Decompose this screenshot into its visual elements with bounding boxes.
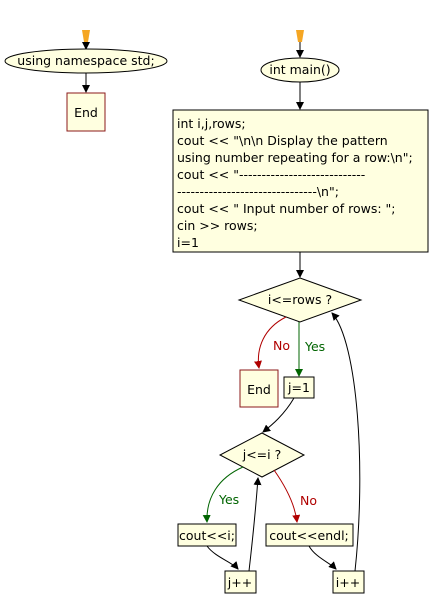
i-increment-text: i++ xyxy=(336,575,360,590)
edge-newline-to-i-increment xyxy=(308,545,337,570)
init-line-1: cout << "\n\n Display the pattern xyxy=(177,133,388,148)
edge-i-increment-loop xyxy=(331,312,361,572)
init-line-0: int i,j,rows; xyxy=(177,116,246,131)
main-start-marker-icon xyxy=(296,30,304,42)
inner-yes-label: Yes xyxy=(218,492,239,507)
j-init-text: j=1 xyxy=(287,380,310,395)
left-start-marker-icon xyxy=(82,30,90,42)
j-increment-text: j++ xyxy=(227,575,252,590)
main-end-node: End xyxy=(239,369,279,408)
j-init-process: j=1 xyxy=(283,376,315,399)
outer-yes-label: Yes xyxy=(304,339,325,354)
newline-process: cout<<endl; xyxy=(265,523,354,547)
inner-condition-text: j<=i ? xyxy=(242,447,282,462)
main-start-text: int main() xyxy=(269,62,330,77)
inner-body-process: cout<<i; xyxy=(177,523,237,547)
edge-j-init-to-inner xyxy=(262,397,295,433)
main-start-terminal: int main() xyxy=(260,57,340,83)
init-line-7: i=1 xyxy=(177,235,199,250)
outer-no-label: No xyxy=(273,338,290,353)
edge-j-increment-loop xyxy=(248,477,262,572)
edge-inner-no xyxy=(273,469,301,523)
newline-text: cout<<endl; xyxy=(269,528,349,543)
init-line-4: -------------------------------\n"; xyxy=(177,184,339,199)
edge-body-to-j-increment xyxy=(206,545,239,570)
outer-condition-decision: i<=rows ? xyxy=(237,277,363,323)
main-end-text: End xyxy=(247,382,271,397)
j-increment-process: j++ xyxy=(224,570,257,594)
edge-inner-yes xyxy=(202,466,244,523)
i-increment-process: i++ xyxy=(332,570,365,594)
init-line-5: cout << " Input number of rows: "; xyxy=(177,201,395,216)
edge-outer-no xyxy=(254,316,287,369)
inner-body-text: cout<<i; xyxy=(179,528,235,543)
left-end-text: End xyxy=(74,105,98,120)
inner-no-label: No xyxy=(300,493,317,508)
outer-condition-text: i<=rows ? xyxy=(268,292,332,307)
left-start-text: using namespace std; xyxy=(17,53,154,68)
left-end-node: End xyxy=(66,92,106,132)
init-line-3: cout << "---------------------------- xyxy=(177,167,365,182)
left-start-terminal: using namespace std; xyxy=(4,48,168,74)
init-line-6: cin >> rows; xyxy=(177,218,258,233)
inner-condition-decision: j<=i ? xyxy=(218,432,306,478)
init-line-2: using number repeating for a row:\n"; xyxy=(177,150,413,165)
init-process-block: int i,j,rows; cout << "\n\n Display the … xyxy=(172,109,429,253)
